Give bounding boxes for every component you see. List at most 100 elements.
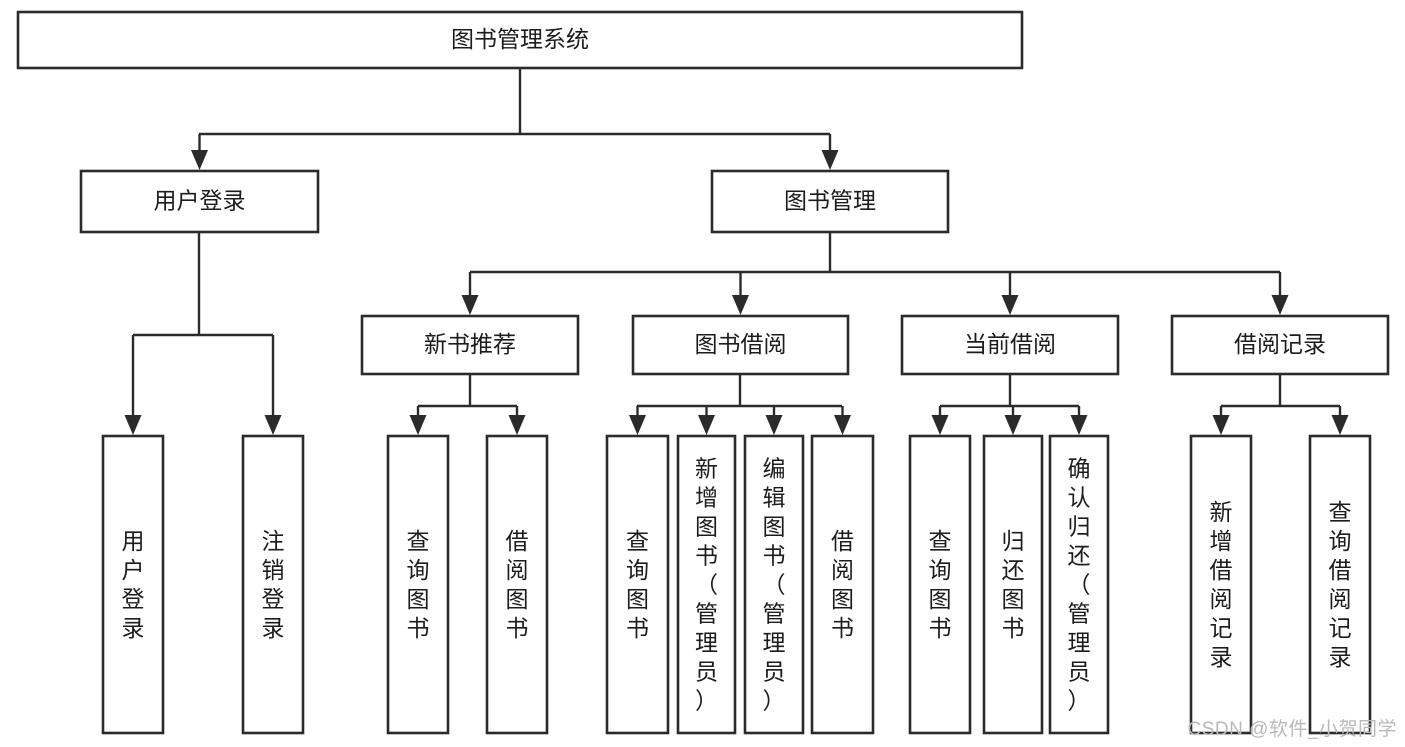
node-borrow-record[interactable]: 借阅记录 bbox=[1170, 314, 1390, 376]
edge-book-borrow-to-leaf-add-book-admin bbox=[698, 406, 715, 435]
edge-book-borrow-to-leaf-edit-book-admin bbox=[765, 406, 783, 435]
node-box-leaf-edit-book-admin[interactable] bbox=[743, 434, 805, 735]
node-leaf-user-logout[interactable]: 注销登录 bbox=[241, 434, 305, 735]
node-label-leaf-return-book: 归还图书 bbox=[1002, 528, 1025, 641]
node-box-user-login[interactable] bbox=[79, 169, 320, 234]
node-book-borrow[interactable]: 图书借阅 bbox=[631, 314, 850, 376]
edge-current-borrow-to-leaf-confirm-return-admin bbox=[1070, 406, 1088, 435]
node-box-leaf-add-borrow-record[interactable] bbox=[1189, 434, 1253, 735]
arrow-head-icon bbox=[765, 415, 783, 435]
connector-group-bus-current-borrow bbox=[940, 374, 1079, 408]
node-label-leaf-add-borrow-record: 新增借阅记录 bbox=[1210, 499, 1233, 670]
arrow-head-icon bbox=[698, 415, 715, 435]
arrow-head-icon bbox=[732, 295, 749, 315]
node-leaf-confirm-return-admin[interactable]: 确认归还（管理员） bbox=[1048, 434, 1110, 735]
edge-current-borrow-to-leaf-return-book bbox=[1004, 406, 1022, 435]
node-label-leaf-add-book-admin: 新增图书（管理员） bbox=[695, 456, 718, 714]
edge-user-login-to-leaf-user-logout bbox=[264, 335, 282, 435]
node-leaf-borrow-book-1[interactable]: 借阅图书 bbox=[485, 434, 549, 735]
edge-book-manage-to-borrow-record bbox=[1271, 272, 1289, 315]
node-box-book-manage[interactable] bbox=[710, 169, 950, 234]
node-label-leaf-user-login: 用户登录 bbox=[122, 528, 145, 641]
node-label-leaf-borrow-book-1: 借阅图书 bbox=[506, 528, 529, 641]
node-box-leaf-return-book[interactable] bbox=[982, 434, 1044, 735]
node-label-new-book-rec: 新书推荐 bbox=[424, 331, 516, 357]
arrow-head-icon bbox=[1001, 295, 1019, 315]
node-book-manage[interactable]: 图书管理 bbox=[710, 169, 950, 234]
node-box-leaf-add-book-admin[interactable] bbox=[676, 434, 737, 735]
node-box-new-book-rec[interactable] bbox=[360, 314, 580, 376]
node-root[interactable]: 图书管理系统 bbox=[16, 10, 1024, 70]
edge-book-borrow-to-leaf-query-book-2 bbox=[629, 406, 646, 435]
node-label-leaf-query-borrow-record: 查询借阅记录 bbox=[1329, 499, 1352, 670]
node-box-book-borrow[interactable] bbox=[631, 314, 850, 376]
arrow-head-icon bbox=[409, 415, 427, 435]
node-label-leaf-query-book-3: 查询图书 bbox=[929, 528, 952, 641]
connector-group-bus-book-borrow bbox=[637, 374, 842, 408]
node-box-leaf-user-logout[interactable] bbox=[241, 434, 305, 735]
arrow-head-icon bbox=[629, 415, 646, 435]
arrow-head-icon bbox=[1271, 295, 1289, 315]
node-leaf-user-login[interactable]: 用户登录 bbox=[101, 434, 165, 735]
edge-user-login-to-leaf-user-login bbox=[124, 335, 142, 435]
arrow-head-icon bbox=[124, 415, 142, 435]
node-box-leaf-borrow-book-1[interactable] bbox=[485, 434, 549, 735]
node-box-leaf-query-borrow-record[interactable] bbox=[1308, 434, 1372, 735]
arrow-head-icon bbox=[1070, 415, 1088, 435]
connector-group-bus-book-manage bbox=[470, 232, 1280, 274]
arrow-head-icon bbox=[821, 150, 839, 170]
edge-book-manage-to-current-borrow bbox=[1001, 272, 1019, 315]
node-box-root[interactable] bbox=[16, 10, 1024, 70]
node-label-leaf-query-book-1: 查询图书 bbox=[407, 528, 430, 641]
connector-group-bus-borrow-record bbox=[1221, 374, 1340, 408]
node-label-leaf-edit-book-admin: 编辑图书（管理员） bbox=[763, 456, 786, 714]
csdn-watermark: CSDN @软件_小贺同学 bbox=[1187, 719, 1397, 740]
node-box-leaf-query-book-1[interactable] bbox=[386, 434, 450, 735]
node-box-leaf-borrow-book-2[interactable] bbox=[810, 434, 875, 735]
arrow-head-icon bbox=[834, 415, 851, 435]
node-leaf-query-book-2[interactable]: 查询图书 bbox=[605, 434, 670, 735]
node-leaf-add-book-admin[interactable]: 新增图书（管理员） bbox=[676, 434, 737, 735]
node-box-current-borrow[interactable] bbox=[900, 314, 1120, 376]
arrow-head-icon bbox=[1212, 415, 1230, 435]
node-current-borrow[interactable]: 当前借阅 bbox=[900, 314, 1120, 376]
node-leaf-query-book-3[interactable]: 查询图书 bbox=[908, 434, 972, 735]
node-label-root: 图书管理系统 bbox=[451, 26, 589, 52]
node-leaf-edit-book-admin[interactable]: 编辑图书（管理员） bbox=[743, 434, 805, 735]
node-box-leaf-query-book-3[interactable] bbox=[908, 434, 972, 735]
node-box-borrow-record[interactable] bbox=[1170, 314, 1390, 376]
node-new-book-rec[interactable]: 新书推荐 bbox=[360, 314, 580, 376]
node-leaf-query-borrow-record[interactable]: 查询借阅记录 bbox=[1308, 434, 1372, 735]
node-leaf-borrow-book-2[interactable]: 借阅图书 bbox=[810, 434, 875, 735]
arrow-head-icon bbox=[191, 150, 208, 170]
node-layer: 图书管理系统用户登录图书管理新书推荐图书借阅当前借阅借阅记录用户登录注销登录查询… bbox=[16, 10, 1390, 735]
node-label-user-login: 用户登录 bbox=[154, 188, 246, 214]
edge-new-book-rec-to-leaf-query-book-1 bbox=[409, 406, 427, 435]
node-label-borrow-record: 借阅记录 bbox=[1234, 331, 1326, 357]
arrow-head-icon bbox=[461, 295, 479, 315]
edge-borrow-record-to-leaf-add-borrow-record bbox=[1212, 406, 1230, 435]
node-box-leaf-confirm-return-admin[interactable] bbox=[1048, 434, 1110, 735]
node-box-leaf-query-book-2[interactable] bbox=[605, 434, 670, 735]
arrow-head-icon bbox=[1331, 415, 1349, 435]
node-user-login[interactable]: 用户登录 bbox=[79, 169, 320, 234]
connector-layer bbox=[124, 68, 1349, 435]
edge-book-manage-to-book-borrow bbox=[732, 272, 749, 315]
connector-group-bus-root bbox=[199, 68, 830, 136]
node-box-leaf-user-login[interactable] bbox=[101, 434, 165, 735]
node-leaf-add-borrow-record[interactable]: 新增借阅记录 bbox=[1189, 434, 1253, 735]
node-label-leaf-user-logout: 注销登录 bbox=[262, 528, 285, 641]
edge-root-to-user-login bbox=[191, 134, 208, 170]
node-leaf-return-book[interactable]: 归还图书 bbox=[982, 434, 1044, 735]
edge-book-borrow-to-leaf-borrow-book-2 bbox=[834, 406, 851, 435]
edge-root-to-book-manage bbox=[821, 134, 839, 170]
node-leaf-query-book-1[interactable]: 查询图书 bbox=[386, 434, 450, 735]
edge-borrow-record-to-leaf-query-borrow-record bbox=[1331, 406, 1349, 435]
connector-group-bus-user-login bbox=[133, 232, 273, 337]
connector-group-bus-new-book-rec bbox=[418, 374, 517, 408]
edge-book-manage-to-new-book-rec bbox=[461, 272, 479, 315]
arrow-head-icon bbox=[931, 415, 949, 435]
node-label-leaf-query-book-2: 查询图书 bbox=[626, 528, 649, 641]
